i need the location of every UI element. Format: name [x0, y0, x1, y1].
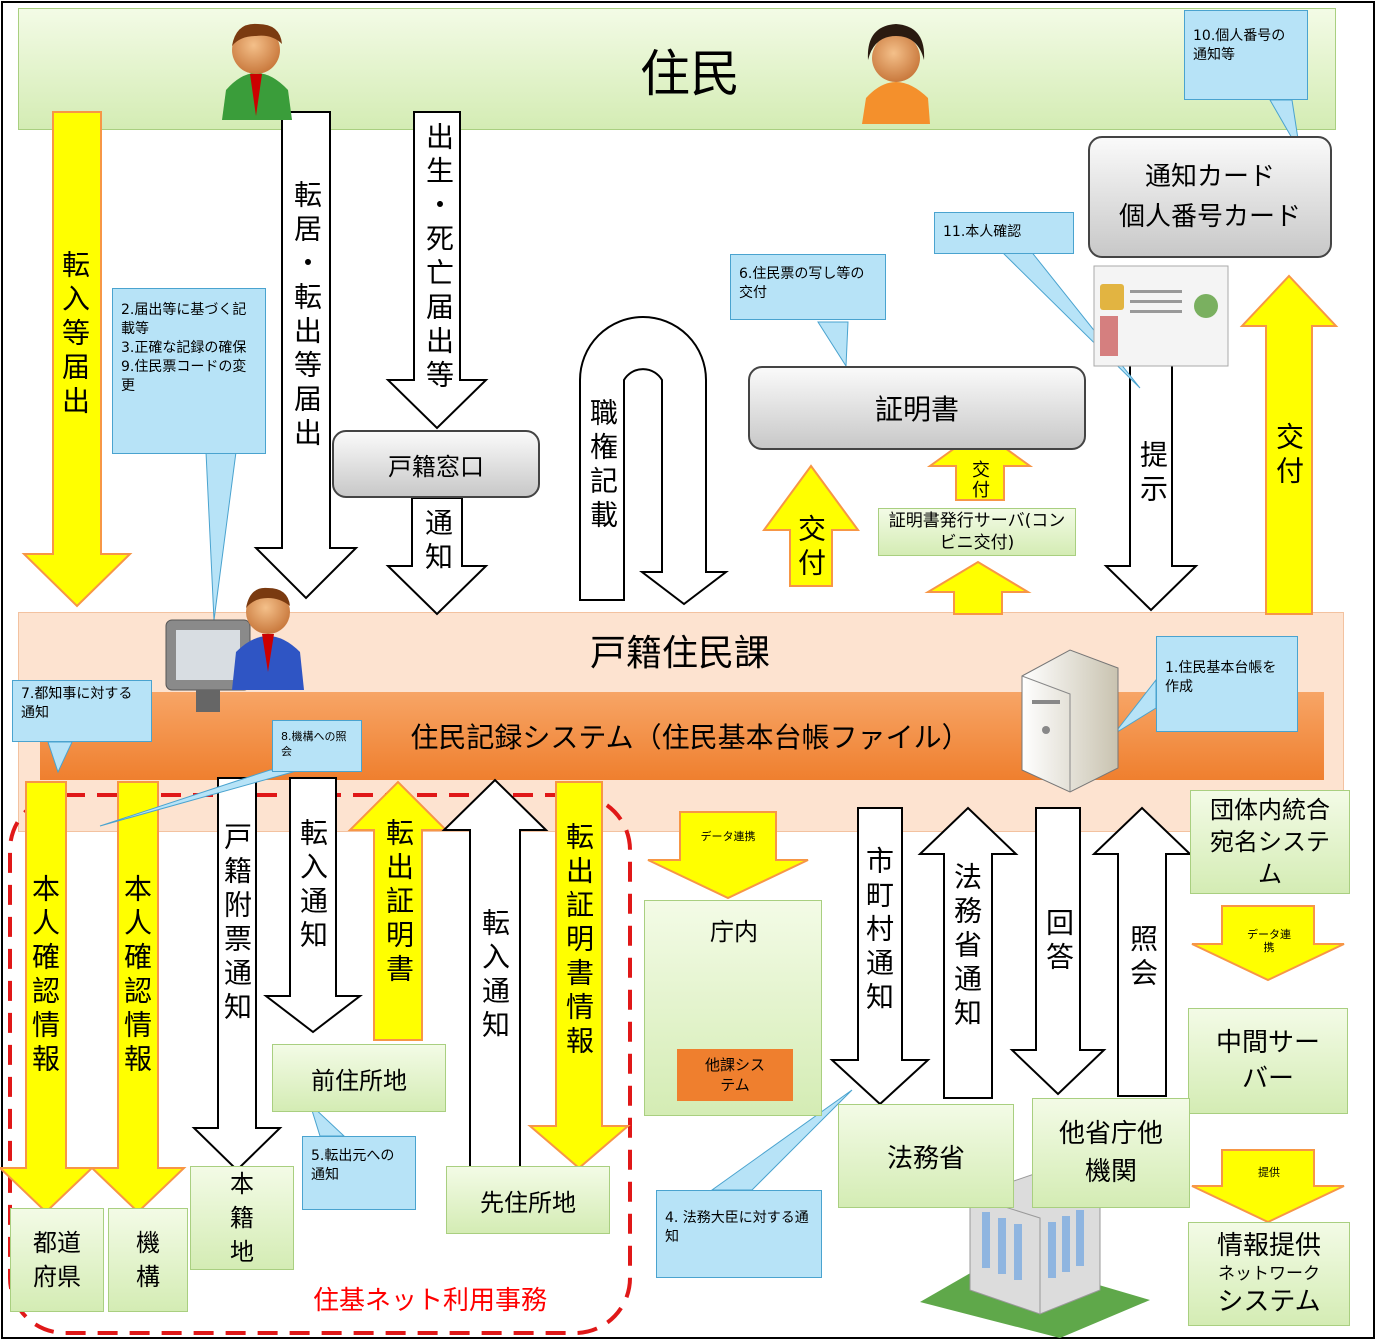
tennyu-tsuchi-label-2: 転入通知 [478, 908, 511, 1044]
homusho-box: 法務省 [838, 1104, 1014, 1208]
shokken-label: 職権記載 [586, 398, 619, 534]
arrow-tenshutsu-shomei [347, 780, 449, 1041]
callout-2: 2.届出等に基づく記載等 3.正確な記録の確保 9.住民票コードの変更 [112, 288, 266, 454]
koseki-fuhyo-label: 戸籍附票通知 [220, 822, 253, 1026]
callout-6: 6.住民票の写し等の交付 [730, 254, 886, 320]
arrow-koseki-fuhyo [191, 777, 283, 1172]
arrow-tennyu-tsuchi-2 [441, 778, 549, 1171]
id-card-image [1093, 265, 1229, 367]
honnin-label-2: 本人確認情報 [120, 874, 153, 1078]
kaito-label: 回答 [1042, 908, 1075, 976]
arrow-tenshutsu-info [527, 781, 631, 1170]
sakijusho-box: 先住所地 [446, 1166, 610, 1234]
notification-card-line1: 通知カード [1144, 162, 1275, 192]
tenkyo-todoke-label: 転居・転出等届出 [290, 180, 323, 452]
kofu-card-label: 交付 [1272, 422, 1305, 490]
arrow-kofu-card [1239, 274, 1339, 615]
arrow-tennyu-todoke [21, 111, 133, 608]
johoteikyo-line2: ネットワーク [1218, 1264, 1320, 1284]
data-renkei-label-1: データ連携 [700, 830, 756, 843]
callout-8: 8.機構への照会 [272, 720, 362, 772]
jukinet-region [8, 793, 632, 1335]
honnin-label-1: 本人確認情報 [28, 874, 61, 1078]
tennyu-tsuchi-label-1: 転入通知 [296, 818, 329, 954]
arrow-data-renkei-1 [647, 811, 809, 900]
arrow-honnin-2 [89, 781, 187, 1214]
todofuken-box: 都道府県 [10, 1208, 104, 1312]
system-label: 住民記録システム（住民基本台帳ファイル） [410, 721, 970, 754]
zenjusho-box: 前住所地 [272, 1044, 446, 1112]
arrow-data-renkei-2 [1191, 905, 1345, 982]
arrow-kofu-cert [762, 464, 860, 587]
johoteikyo-line1: 情報提供 [1216, 1231, 1321, 1261]
data-renkei-label-2: データ連携 [1247, 928, 1291, 954]
arrow-tenkyo [253, 111, 359, 600]
arrow-shokai [1091, 806, 1193, 1097]
tenshutsu-shomei-label: 転出証明書 [382, 818, 415, 988]
tenshutsu-info-label: 転出証明書情報 [562, 822, 595, 1060]
arrow-conbini-up [924, 560, 1032, 615]
conbini-server-box: 証明書発行サーバ(コンビニ交付) [878, 508, 1076, 556]
certificate-box: 証明書 [748, 366, 1086, 450]
tasho-box: 他省庁他機関 [1032, 1098, 1190, 1208]
banner-title: 住民 [640, 45, 740, 103]
chunai-box: 庁内 他課システム [644, 900, 822, 1116]
johoteikyo-line3: システム [1217, 1287, 1321, 1317]
arrow-teikyo [1191, 1149, 1345, 1224]
arrow-honnin-1 [0, 781, 95, 1214]
dantai-box: 団体内統合宛名システム [1190, 790, 1350, 894]
honseki-box: 本籍地 [190, 1166, 294, 1270]
callout-7: 7.都知事に対する通知 [12, 680, 152, 742]
arrow-kaito [1009, 807, 1107, 1096]
callout-1: 1.住民基本台帳を作成 [1156, 636, 1298, 732]
teiji-label: 提示 [1136, 440, 1169, 508]
arrow-homusho-tsuchi [917, 806, 1019, 1099]
jukinet-label: 住基ネット利用事務 [312, 1285, 547, 1316]
teikyo-label: 提供 [1258, 1166, 1280, 1179]
homusho-tsuchi-label: 法務省通知 [950, 862, 983, 1032]
koseki-window-box: 戸籍窓口 [332, 430, 540, 498]
shichoson-label: 市町村通知 [862, 846, 895, 1016]
resident-woman-icon [862, 24, 930, 124]
shokai-label: 照会 [1126, 924, 1159, 992]
callout-11: 11.本人確認 [934, 212, 1074, 254]
callout-4: 4. 法務大臣に対する通知 [656, 1190, 822, 1278]
tsuchi-label-1: 通知 [421, 508, 454, 576]
resident-man-icon [222, 23, 292, 120]
callout-5: 5.転出元への通知 [302, 1136, 416, 1210]
server-icon-main [1021, 649, 1119, 793]
kiko-box: 機構 [108, 1208, 188, 1312]
tennyu-todoke-label: 転入等届出 [58, 250, 91, 420]
takasystem-box: 他課システム [677, 1049, 793, 1101]
arrow-shokken [579, 316, 729, 606]
shusshou-todoke-label: 出生・死亡届出等 [422, 122, 455, 394]
johoteikyo-box: 情報提供 ネットワーク システム [1188, 1222, 1350, 1326]
arrow-shichoson [829, 807, 931, 1106]
dept-title: 戸籍住民課 [589, 633, 770, 674]
arrow-tsuchi-1 [385, 497, 489, 616]
staff-computer-icon [165, 587, 304, 712]
notification-card-box: 通知カード 個人番号カード [1088, 136, 1332, 258]
notification-card-line2: 個人番号カード [1118, 202, 1301, 232]
kofu-small-label: 交付 [969, 460, 990, 500]
kofu-cert-label: 交付 [794, 514, 827, 582]
chunai-label: 庁内 [710, 917, 758, 946]
callout-10: 10.個人番号の通知等 [1184, 10, 1308, 100]
arrow-shusshou [385, 111, 489, 430]
arrow-teiji [1103, 363, 1199, 612]
arrow-tennyu-tsuchi-1 [263, 777, 363, 1034]
chukan-box: 中間サーバー [1188, 1008, 1348, 1114]
